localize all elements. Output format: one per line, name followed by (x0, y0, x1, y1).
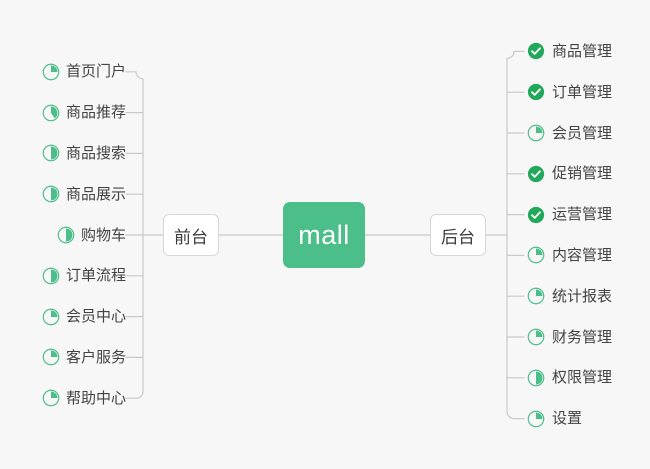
leaf-item-label: 内容管理 (552, 246, 613, 264)
pie-progress-icon (57, 226, 75, 244)
leaf-item[interactable]: 首页门户 (42, 59, 126, 85)
pie-progress-icon (527, 369, 545, 387)
leaf-item-label: 会员中心 (65, 308, 126, 326)
pie-progress-icon (42, 145, 60, 162)
leaf-item[interactable]: 订单流程 (42, 263, 126, 289)
pie-progress-icon (527, 247, 545, 264)
leaf-item[interactable]: 会员管理 (527, 120, 612, 146)
leaf-item[interactable]: 财务管理 (527, 324, 612, 350)
pie-progress-icon (42, 185, 60, 203)
leaf-item[interactable]: 统计报表 (527, 283, 612, 309)
leaf-item-label: 商品搜索 (65, 144, 126, 162)
pie-progress-icon (527, 328, 545, 346)
pie-progress-icon (42, 308, 60, 325)
leaf-item[interactable]: 运营管理 (527, 202, 612, 228)
check-circle-icon (527, 206, 545, 223)
pie-progress-icon (527, 410, 545, 427)
check-circle-icon (527, 84, 545, 101)
leaf-item[interactable]: 商品管理 (527, 38, 612, 64)
leaf-item[interactable]: 订单管理 (527, 79, 612, 105)
root-node-label: mall (298, 219, 350, 250)
leaf-item[interactable]: 客户服务 (42, 344, 126, 370)
branch-node-label: 前台 (174, 227, 208, 247)
check-circle-icon (527, 43, 545, 60)
root-node-mall[interactable]: mall (283, 202, 365, 268)
pie-progress-icon (42, 389, 60, 407)
leaf-item-label: 订单流程 (65, 267, 126, 285)
leaf-item-label: 首页门户 (65, 63, 126, 81)
check-circle-icon (527, 165, 545, 182)
leaf-item-label: 财务管理 (552, 328, 613, 346)
leaf-item[interactable]: 商品推荐 (42, 100, 126, 126)
leaf-item[interactable]: 会员中心 (42, 304, 126, 330)
pie-progress-icon (42, 349, 60, 366)
leaf-item[interactable]: 商品搜索 (42, 140, 126, 166)
leaf-item[interactable]: 购物车 (57, 222, 126, 248)
leaf-item-label: 商品展示 (65, 185, 126, 203)
leaf-item-label: 促销管理 (552, 165, 613, 183)
leaf-item-label: 权限管理 (552, 369, 613, 387)
leaf-item[interactable]: 商品展示 (42, 181, 126, 207)
leaf-item[interactable]: 内容管理 (527, 242, 612, 268)
pie-progress-icon (42, 63, 60, 81)
branch-node-label: 后台 (441, 227, 475, 247)
leaf-item-label: 客户服务 (65, 348, 126, 366)
pie-progress-icon (527, 287, 545, 305)
pie-progress-icon (42, 267, 60, 285)
leaf-item-label: 购物车 (80, 226, 126, 244)
leaf-item-label: 帮助中心 (65, 389, 126, 407)
leaf-item[interactable]: 设置 (527, 406, 582, 432)
leaf-item[interactable]: 促销管理 (527, 161, 612, 187)
leaf-item[interactable]: 权限管理 (527, 365, 612, 391)
leaf-item-label: 商品推荐 (65, 104, 126, 122)
leaf-item-label: 商品管理 (552, 42, 613, 60)
leaf-item-label: 设置 (552, 410, 583, 428)
leaf-item-label: 统计报表 (552, 287, 613, 305)
pie-progress-icon (42, 104, 60, 121)
branch-node-backend[interactable]: 后台 (430, 214, 486, 256)
leaf-item-label: 订单管理 (552, 83, 613, 101)
pie-progress-icon (527, 124, 545, 142)
branch-node-frontend[interactable]: 前台 (163, 214, 219, 256)
leaf-item-label: 运营管理 (552, 206, 613, 224)
leaf-item[interactable]: 帮助中心 (42, 385, 126, 411)
leaf-item-label: 会员管理 (552, 124, 613, 142)
